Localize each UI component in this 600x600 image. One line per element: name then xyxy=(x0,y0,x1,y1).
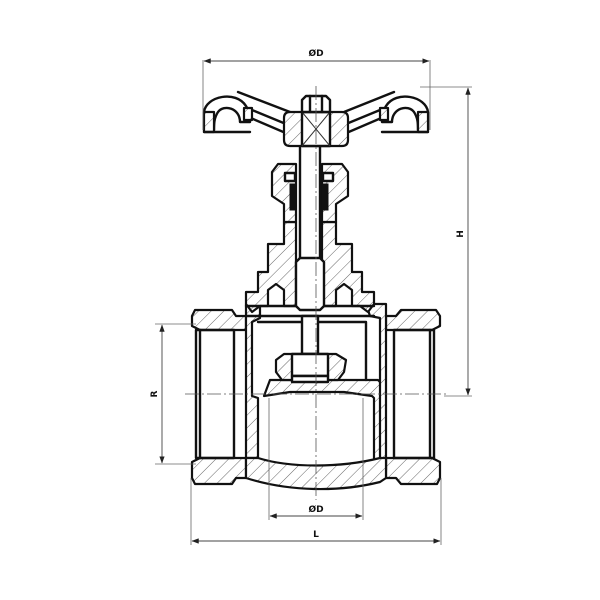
packing-nut xyxy=(270,162,350,224)
handwheel-diameter-label: ØD xyxy=(308,48,323,59)
body-partition xyxy=(262,378,386,472)
packing-left xyxy=(289,183,297,211)
handwheel-right-arc xyxy=(380,95,430,132)
stem-upper xyxy=(298,138,322,262)
inlet-port-top xyxy=(190,308,248,332)
bonnet-left xyxy=(244,220,298,314)
valve-disc xyxy=(274,352,348,384)
handwheel-left-arc xyxy=(202,95,252,132)
length-label: L xyxy=(313,530,319,540)
disc xyxy=(290,352,330,378)
height-label: H xyxy=(456,230,466,238)
stem-thread xyxy=(294,256,326,312)
outlet-port-top xyxy=(384,308,442,332)
dimensions: ØD H R ØD L xyxy=(150,48,472,545)
inlet-port-bottom xyxy=(190,456,248,486)
centerlines xyxy=(185,86,448,500)
bore-diameter-label: ØD xyxy=(308,504,323,515)
disc-seal xyxy=(290,374,330,384)
body-left-wall xyxy=(244,302,262,460)
outlet-port-bottom xyxy=(384,456,442,486)
body-cavity xyxy=(256,320,368,382)
thread-label: R xyxy=(150,390,160,397)
handwheel xyxy=(202,90,430,148)
packing-right xyxy=(321,183,329,211)
bonnet-right xyxy=(320,220,376,314)
